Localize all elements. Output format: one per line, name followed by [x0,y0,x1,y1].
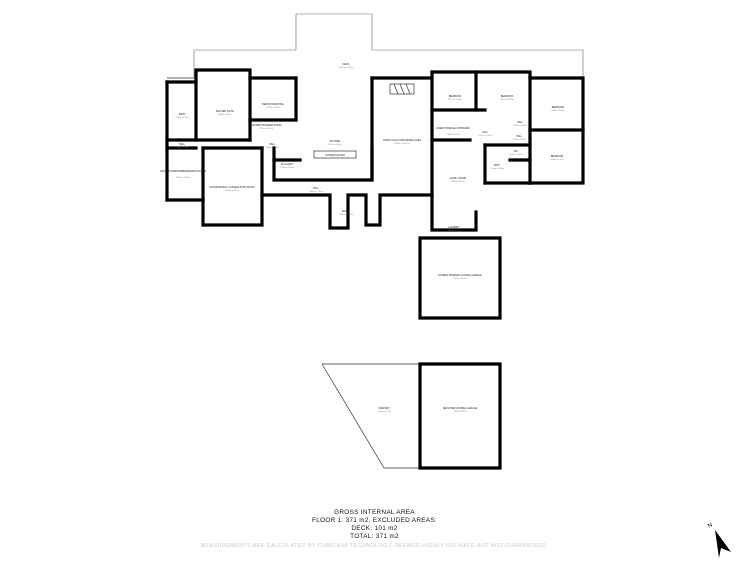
room-label-kitchen: KITCHEN [330,140,341,143]
room-label-bedroom-office: BEDROOM/OFFICE [262,103,284,106]
room-dims-detached-garage: 7.34 m x 8.23 m [453,411,467,413]
room-label-hall-3: HALL [313,187,320,190]
room-label-entry: ENTRY [342,210,350,213]
room-dims-hall-2: 1.21 m x 1.65 m [175,147,189,149]
room-dims-bath-2: 2.10 m x 1.58 m [490,168,504,170]
room-label-double-garage: DOUBLE INTERNAL ACCESS GARAGE [438,274,482,277]
area-summary-deck: DECK: 101 m2 [351,525,398,532]
main-house-walls [165,68,585,320]
north-label: N [707,522,714,529]
room-label-walk-in-wardrobe: WALK-IN WARDROBE/DRESSING ROOM [160,170,206,173]
detached-structure-walls [321,362,502,470]
room-label-bedroom-1: BEDROOM [449,95,461,98]
room-label-linen-storage: LINEN/STORAGE CUPBOARD [436,127,470,130]
room-dims-hall-4: 1.02 m x 1.55 m [478,135,492,137]
room-dims-bedroom-2: 3.61 m x 3.29 m [500,99,514,101]
room-dims-linen-storage: 1.30 m x 1.52 m [446,134,460,136]
room-label-hall-1: HALL [269,143,276,146]
room-label-hall-2: HALL [179,143,186,146]
room-dims-deck: 20.52 m x 3.24 m [339,67,354,69]
area-summary-title: GROSS INTERNAL AREA [334,509,415,516]
room-dims-hall-6: 1.37 m x 1.25 m [512,139,526,141]
room-label-bath: BATH [179,113,185,116]
room-label-carport: CARPORT [378,407,390,410]
area-summary-total: TOTAL: 371 m2 [350,533,399,540]
room-label-hall-6: HALL [516,135,523,138]
disclaimer-text: MEASUREMENTS ARE CALCULATED BY CUBICASA … [200,543,549,549]
room-label-laundry-powder: LAUNDRY/POWDER ROOM [251,124,282,127]
room-labels: DECK 20.52 m x 3.24 m BATH 2.34 m x 4.19… [160,63,565,413]
room-dims-bedroom-1: 3.57 m x 3.18 m [448,99,462,101]
room-dims-bath: 2.34 m x 4.19 m [175,117,189,119]
room-dims-laundry: 2.88 m x 1.57 m [447,230,461,232]
room-dims-carport: 7.44 m x 9.17 m [377,411,391,413]
room-label-bath-2: BATH [494,164,500,167]
room-label-detached-garage: DETACHED DOUBLE GARAGE [443,407,478,410]
room-dims-entry: 2.88 m x 2.23 m [339,214,353,216]
room-dims-bedroom-3: 3.48 m x 3.54 m [551,110,565,112]
room-dims-kitchen: 6.11 m x 4.42 m [328,144,342,146]
room-dims-bedroom-4: 3.56 m x 3.72 m [550,159,564,161]
room-label-master-suite: MASTER SUITE [216,110,234,113]
interior-details [167,77,415,159]
room-dims-entertaining-lounge: 4.93 m x 6.36 m [225,190,239,192]
room-dims-hall-3: 6.81 m x 1.10 m [309,191,323,193]
room-dims-family-room: 3.88 m x 4.25 m [451,181,465,183]
room-dims-laundry-powder: 1.51 m x 1.52 m [259,128,273,130]
room-label-hall-4: HALL [482,131,489,134]
room-dims-scullery: 2.10 m x 1.40 m [280,167,294,169]
room-label-laundry: LAUNDRY [448,226,460,229]
room-dims-hall-5: 3.82 m x 1.49 m [513,125,527,127]
room-label-entertaining-lounge: ENTERTAINING LOUNGE/LIVING ROOM [210,186,255,189]
kitchen-island-label: KITCHEN ISLAND [325,154,345,157]
room-dims-open-plan-living: 6.88 m x 12.20 m [395,143,410,145]
room-dims-double-garage: 7.17 m x 6.94 m [453,278,467,280]
room-dims-hall-1: 1.54 m x 2.23 m [265,147,279,149]
room-label-bedroom-4: BEDROOM [551,155,563,158]
room-label-bedroom-3: BEDROOM [552,106,564,109]
room-label-deck: DECK [343,63,350,66]
deck-outline [193,13,584,78]
room-label-wc: WC [514,150,518,153]
room-dims-master-suite: 3.89 m x 5.80 m [218,114,232,116]
room-dims-wc: 1.02 m x 1.52 m [509,154,523,156]
room-dims-walk-in-wardrobe: 2.61 m x 2.23 m [176,177,190,179]
room-dims-bedroom-office: 4.15 m x 3.39 m [266,107,280,109]
room-label-open-plan-living: OPEN PLAN LIVING/DINING AREA [383,139,422,142]
north-arrow-icon: N [707,522,731,558]
room-label-family-room: FAMILY ROOM [450,177,466,180]
room-label-hall-5: HALL [517,121,524,124]
area-summary-floor: FLOOR 1: 371 m2, EXCLUDED AREAS: [311,517,438,524]
room-label-bedroom-2: BEDROOM [501,95,513,98]
room-label-scullery: SCULLERY [281,163,294,166]
